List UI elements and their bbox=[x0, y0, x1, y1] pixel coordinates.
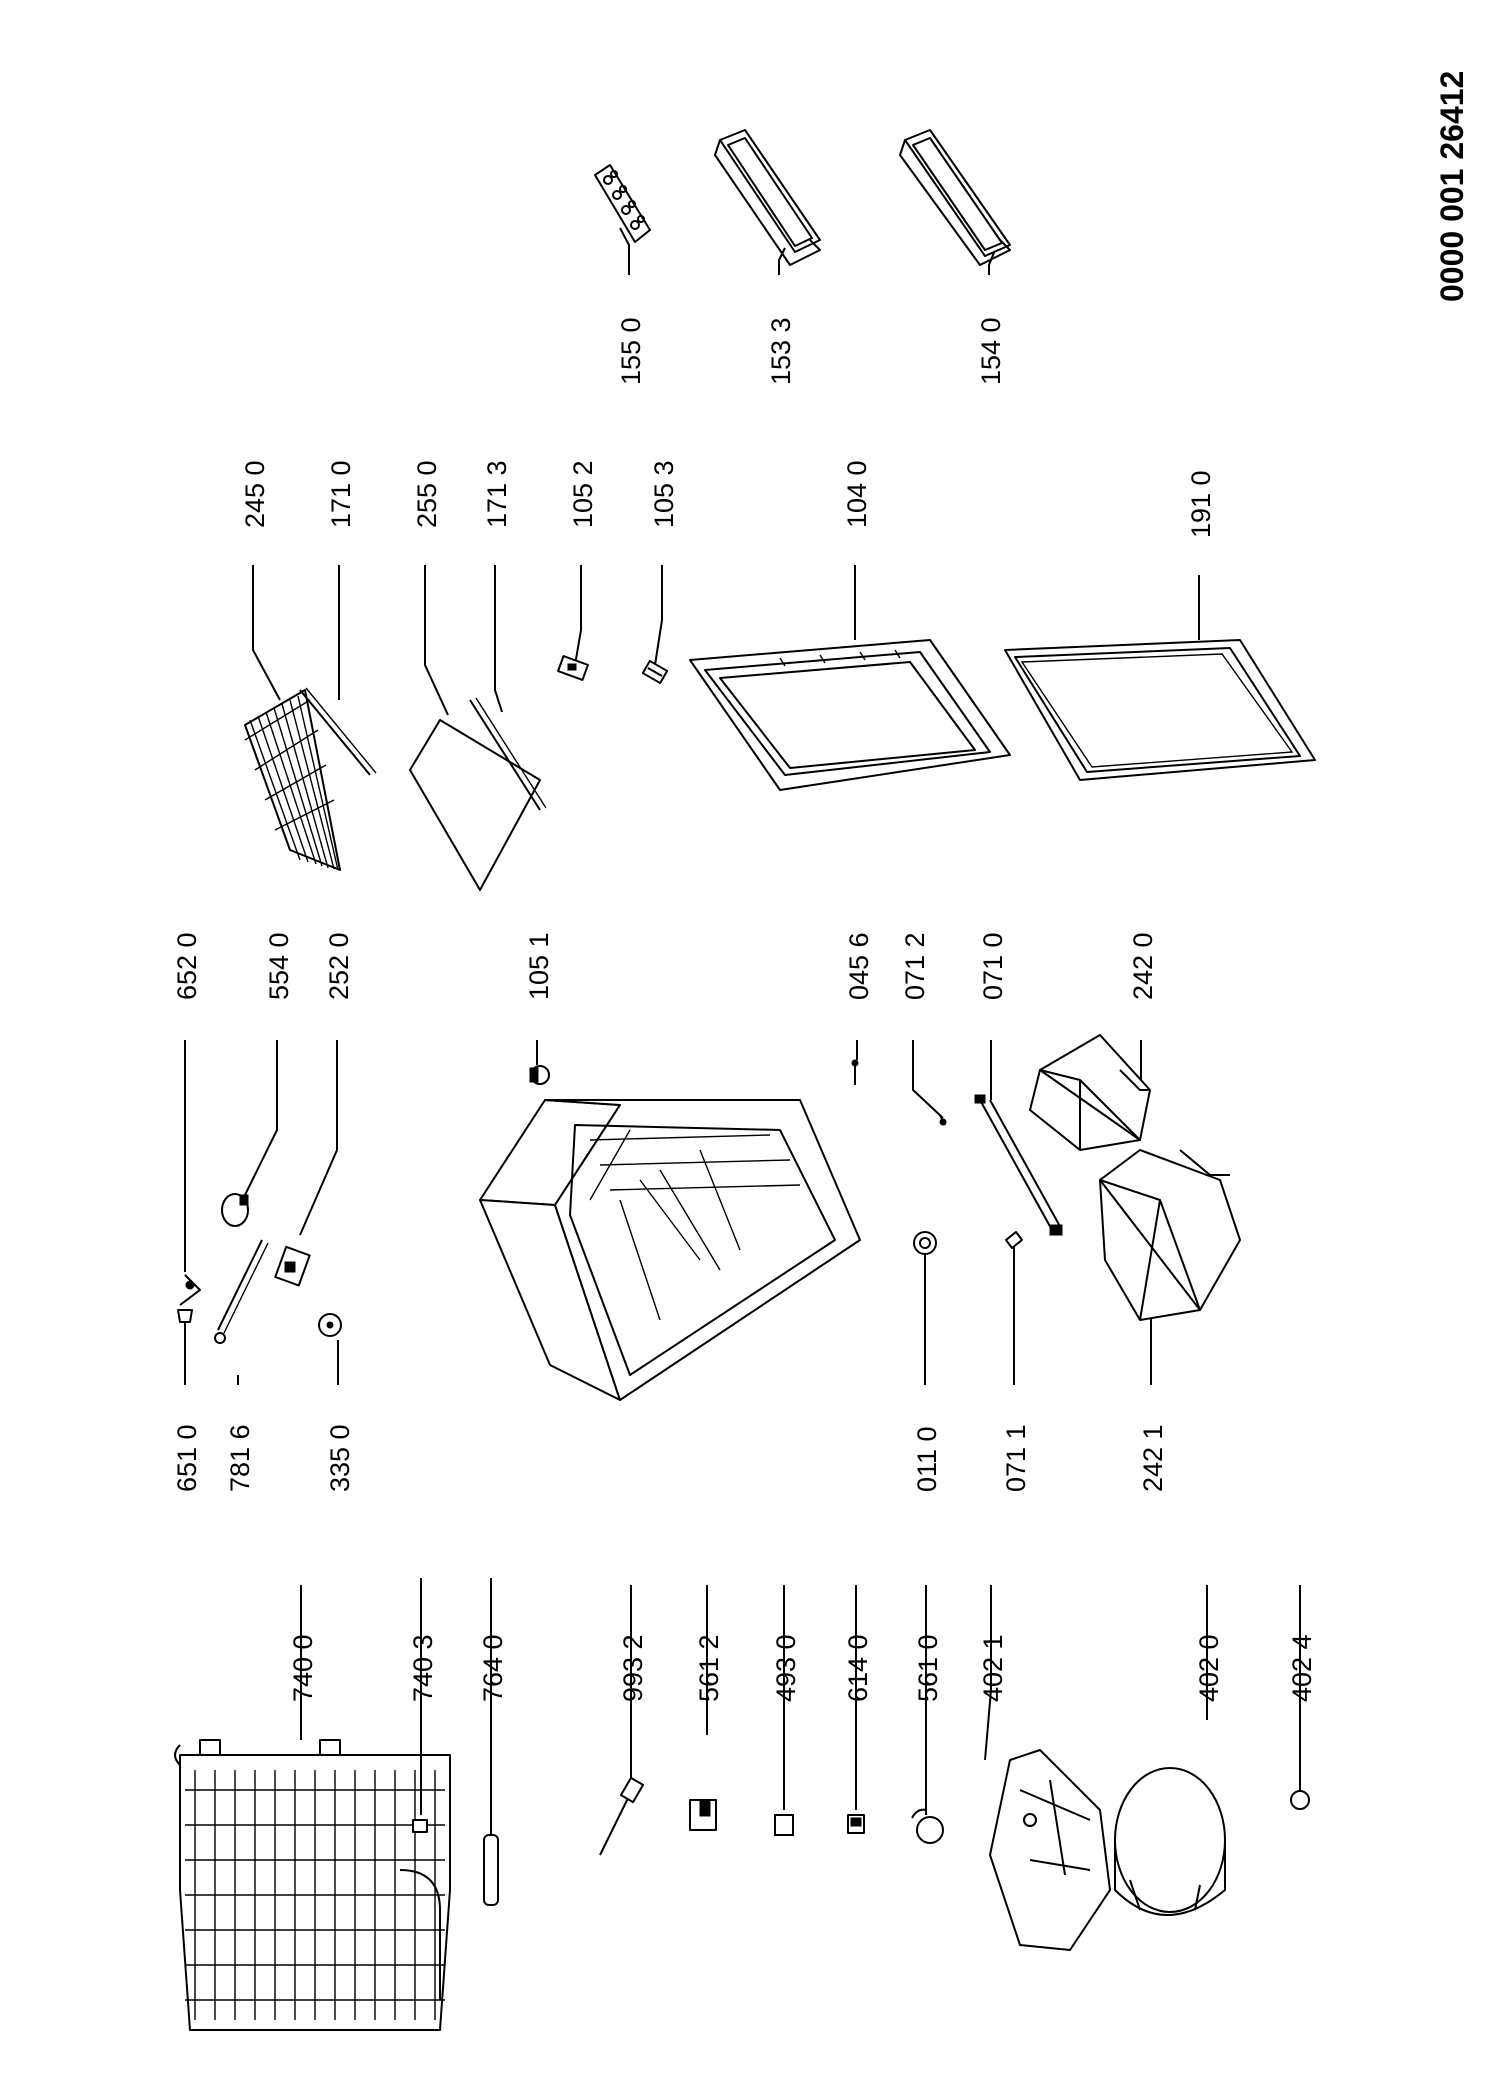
label-493-0: 493 0 bbox=[771, 1634, 801, 1702]
wire-shelf-drawing bbox=[244, 689, 341, 871]
label-105-1: 105 1 bbox=[524, 932, 554, 1000]
label-154-0: 154 0 bbox=[976, 317, 1006, 385]
sensor-tube-drawing bbox=[214, 1239, 269, 1344]
switch-drawing bbox=[221, 1193, 249, 1227]
label-561-2: 561 2 bbox=[694, 1634, 724, 1702]
small-crisper-drawing bbox=[1029, 1034, 1151, 1151]
label-335-0: 335 0 bbox=[325, 1424, 355, 1492]
door-catch-drawing bbox=[557, 655, 589, 681]
glass-shelf-trim-drawing bbox=[469, 697, 547, 811]
label-045-6: 045 6 bbox=[844, 932, 874, 1000]
label-191-0: 191 0 bbox=[1186, 470, 1216, 538]
leader-lines bbox=[184, 227, 1301, 1830]
door-drawing bbox=[689, 639, 1011, 791]
label-402-1: 402 1 bbox=[978, 1634, 1008, 1702]
label-105-2: 105 2 bbox=[568, 460, 598, 528]
label-071-2: 071 2 bbox=[900, 932, 930, 1000]
label-104-0: 104 0 bbox=[842, 460, 872, 528]
label-071-1: 071 1 bbox=[1001, 1424, 1031, 1492]
cable-drawing bbox=[599, 1776, 645, 1856]
compressor-mount-drawing bbox=[989, 1749, 1111, 1951]
thermostat-drawing bbox=[274, 1245, 311, 1287]
part-labels: 740 0 740 3 764 0 993 2 561 2 493 0 614 … bbox=[172, 317, 1317, 1702]
label-614-0: 614 0 bbox=[843, 1634, 873, 1702]
hinge-pin-drawing bbox=[939, 1114, 947, 1126]
door-catch-small-drawing bbox=[641, 659, 669, 685]
door-shelf-drawing bbox=[714, 129, 821, 266]
thermostat-knob-drawing bbox=[318, 1313, 342, 1337]
label-740-0: 740 0 bbox=[288, 1634, 318, 1702]
bottle-shelf-drawing bbox=[899, 129, 1011, 266]
label-155-0: 155 0 bbox=[616, 317, 646, 385]
lamp-drawing bbox=[179, 1274, 201, 1306]
label-993-2: 993 2 bbox=[618, 1634, 648, 1702]
label-011-0: 011 0 bbox=[912, 1426, 942, 1492]
label-781-6: 781 6 bbox=[225, 1424, 255, 1492]
document-code: 0000 001 26412 bbox=[1434, 71, 1470, 302]
label-242-1: 242 1 bbox=[1138, 1424, 1168, 1492]
label-740-3: 740 3 bbox=[408, 1634, 438, 1702]
lamp-holder-drawing bbox=[177, 1309, 193, 1323]
dryer-filter-drawing bbox=[483, 1820, 499, 1906]
shelf-trim-drawing bbox=[299, 687, 377, 776]
label-171-3: 171 3 bbox=[482, 460, 512, 528]
label-242-0: 242 0 bbox=[1128, 932, 1158, 1000]
label-252-0: 252 0 bbox=[324, 932, 354, 1000]
label-561-0: 561 0 bbox=[913, 1634, 943, 1702]
hinge-drawing bbox=[974, 1094, 1063, 1236]
label-105-3: 105 3 bbox=[649, 460, 679, 528]
label-153-3: 153 3 bbox=[766, 317, 796, 385]
egg-tray-drawing bbox=[594, 164, 651, 243]
label-071-0: 071 0 bbox=[978, 932, 1008, 1000]
label-651-0: 651 0 bbox=[172, 1424, 202, 1492]
label-171-0: 171 0 bbox=[326, 460, 356, 528]
overload-drawing bbox=[847, 1814, 865, 1834]
condenser-drawing bbox=[174, 1739, 451, 2031]
relay-drawing bbox=[689, 1799, 717, 1831]
cabinet-drawing bbox=[479, 1099, 861, 1401]
label-402-4: 402 4 bbox=[1287, 1634, 1317, 1702]
screw-drawing bbox=[851, 1059, 859, 1085]
compressor-grommet-drawing bbox=[1290, 1790, 1310, 1810]
label-652-0: 652 0 bbox=[172, 932, 202, 1000]
door-stop-drawing bbox=[529, 1065, 550, 1085]
glass-shelf-drawing bbox=[409, 719, 541, 891]
condenser-clip-drawing bbox=[412, 1819, 428, 1833]
compressor-drawing bbox=[1114, 1767, 1226, 1916]
large-crisper-drawing bbox=[1099, 1149, 1241, 1321]
capacitor-drawing bbox=[774, 1814, 794, 1836]
hinge-bracket-drawing bbox=[1005, 1231, 1023, 1249]
label-554-0: 554 0 bbox=[264, 932, 294, 1000]
label-764-0: 764 0 bbox=[478, 1634, 508, 1702]
label-245-0: 245 0 bbox=[240, 460, 270, 528]
label-255-0: 255 0 bbox=[412, 460, 442, 528]
door-gasket-drawing bbox=[1004, 639, 1316, 781]
foot-drawing bbox=[913, 1231, 937, 1255]
label-402-0: 402 0 bbox=[1194, 1634, 1224, 1702]
starter-drawing bbox=[911, 1808, 944, 1844]
